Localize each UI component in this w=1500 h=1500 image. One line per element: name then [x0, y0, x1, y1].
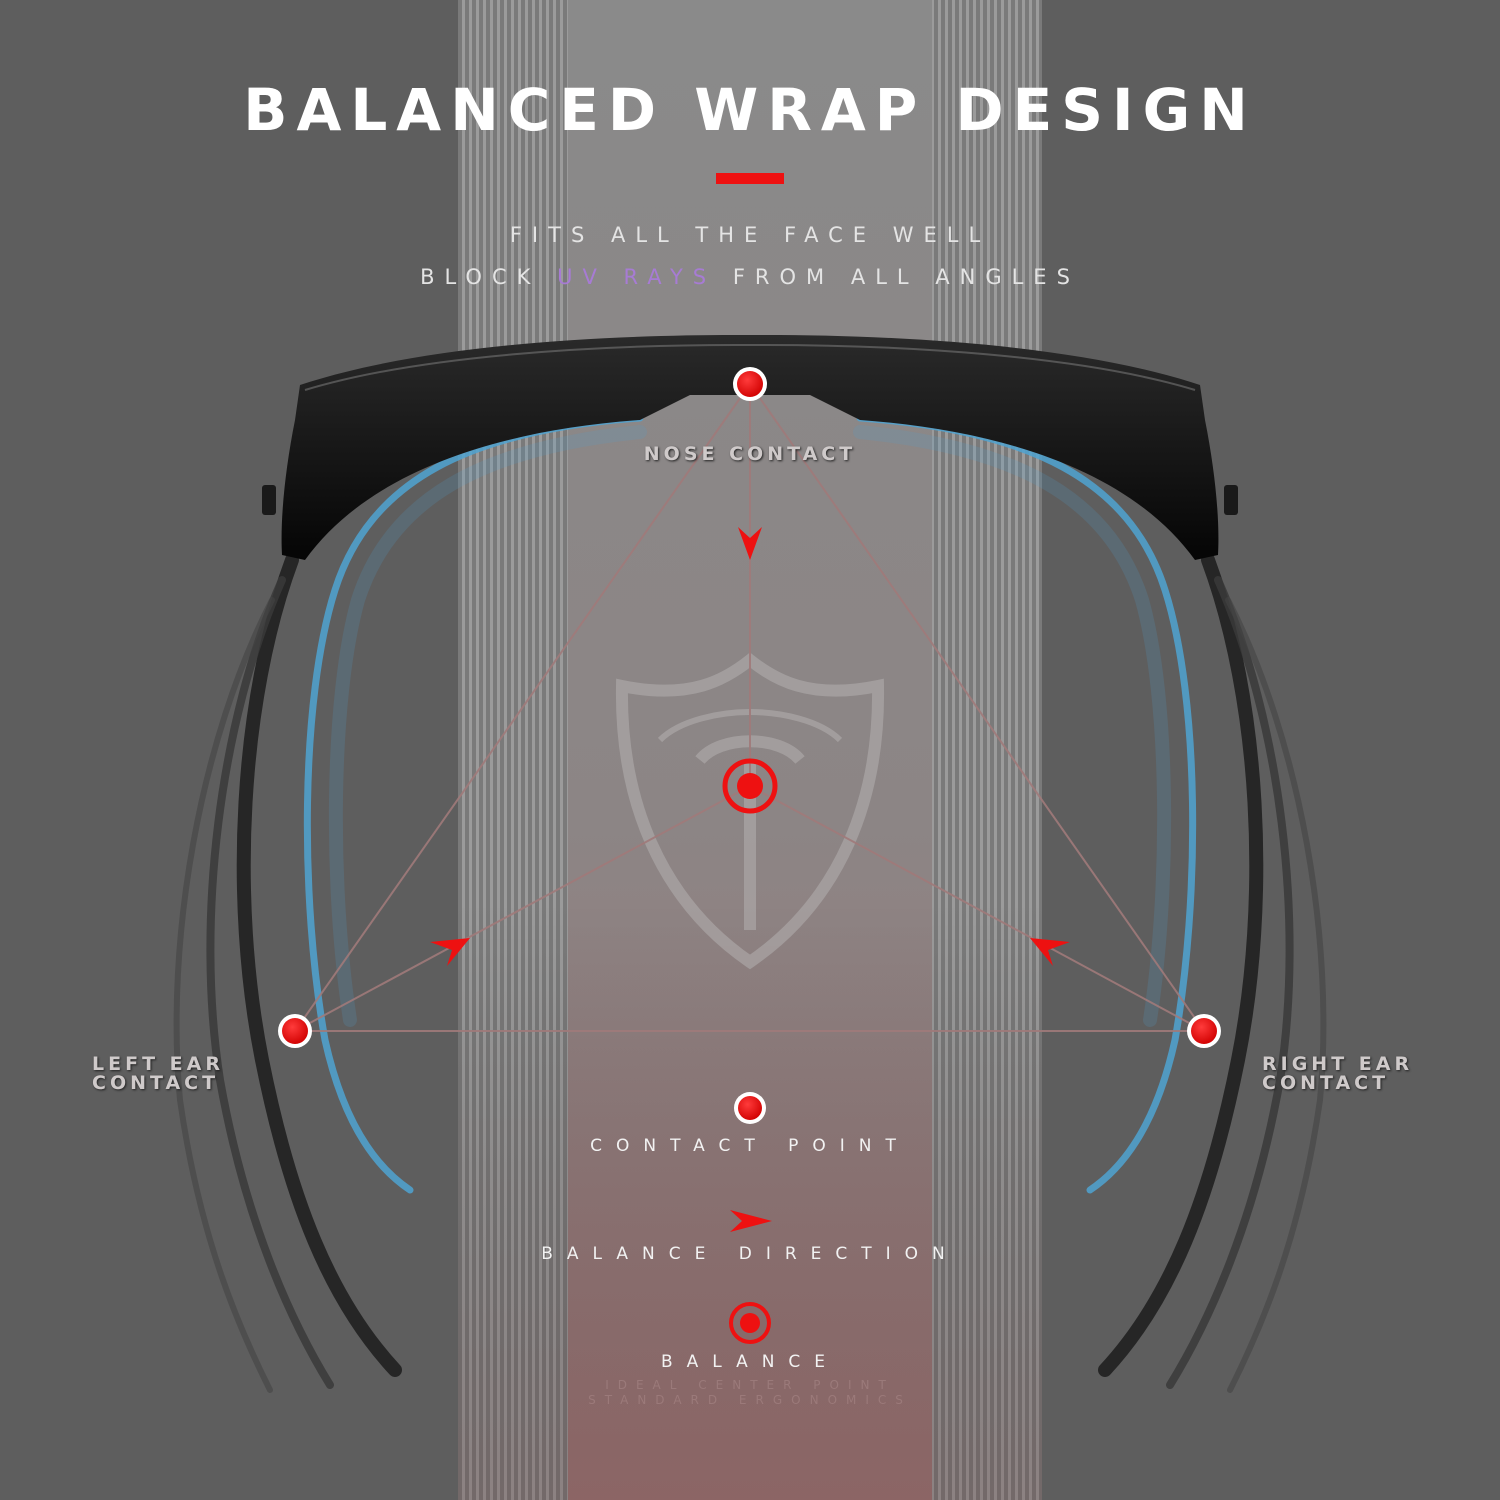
page-title: BALANCED WRAP DESIGN	[243, 76, 1257, 144]
force-lines	[294, 383, 1205, 1032]
balance-center-icon	[722, 758, 778, 814]
subtitle-line-2: BLOCK UV RAYS FROM ALL ANGLES	[0, 264, 1500, 290]
contact-point-right-ear	[1187, 1014, 1221, 1048]
uv-rays-highlight: UV RAYS	[557, 265, 717, 289]
subtitle-line-1: FITS ALL THE FACE WELL	[509, 223, 991, 247]
left-ear-label-line-1: LEFT EAR	[92, 1053, 224, 1075]
balance-icon	[729, 1302, 771, 1344]
balance-direction-icon-top	[738, 527, 762, 560]
contact-point-nose	[733, 367, 767, 401]
nose-contact-label: NOSE CONTACT	[643, 443, 857, 465]
right-ear-label-line-2: CONTACT	[1262, 1072, 1390, 1094]
contact-point-icon	[734, 1092, 766, 1124]
legend-contact-point: CONTACT POINT	[590, 1136, 910, 1156]
right-ear-contact-label: RIGHT EAR CONTACT	[1262, 1055, 1413, 1093]
left-ear-label-line-2: CONTACT	[92, 1072, 220, 1094]
contact-point-left-ear	[278, 1014, 312, 1048]
balance-direction-icon-right	[1030, 938, 1070, 966]
balance-direction-icon-left	[430, 938, 470, 966]
legend-faint-line-1: IDEAL CENTER POINT	[605, 1378, 895, 1392]
legend-balance: BALANCE	[660, 1352, 840, 1372]
title-underline	[716, 173, 784, 184]
left-ear-contact-label: LEFT EAR CONTACT	[92, 1055, 224, 1093]
temple-arms	[173, 553, 1327, 1393]
subtitle-line-2-end: FROM ALL ANGLES	[732, 265, 1080, 289]
subtitle-line-2-start: BLOCK	[420, 265, 541, 289]
legend-balance-direction: BALANCE DIRECTION	[541, 1244, 959, 1264]
balance-direction-icon	[730, 1210, 772, 1232]
legend-faint-line-2: STANDARD ERGONOMICS	[588, 1393, 912, 1407]
glasses-frame	[262, 335, 1238, 560]
uv-glow-arcs	[303, 414, 1197, 1194]
right-ear-label-line-1: RIGHT EAR	[1262, 1053, 1414, 1075]
